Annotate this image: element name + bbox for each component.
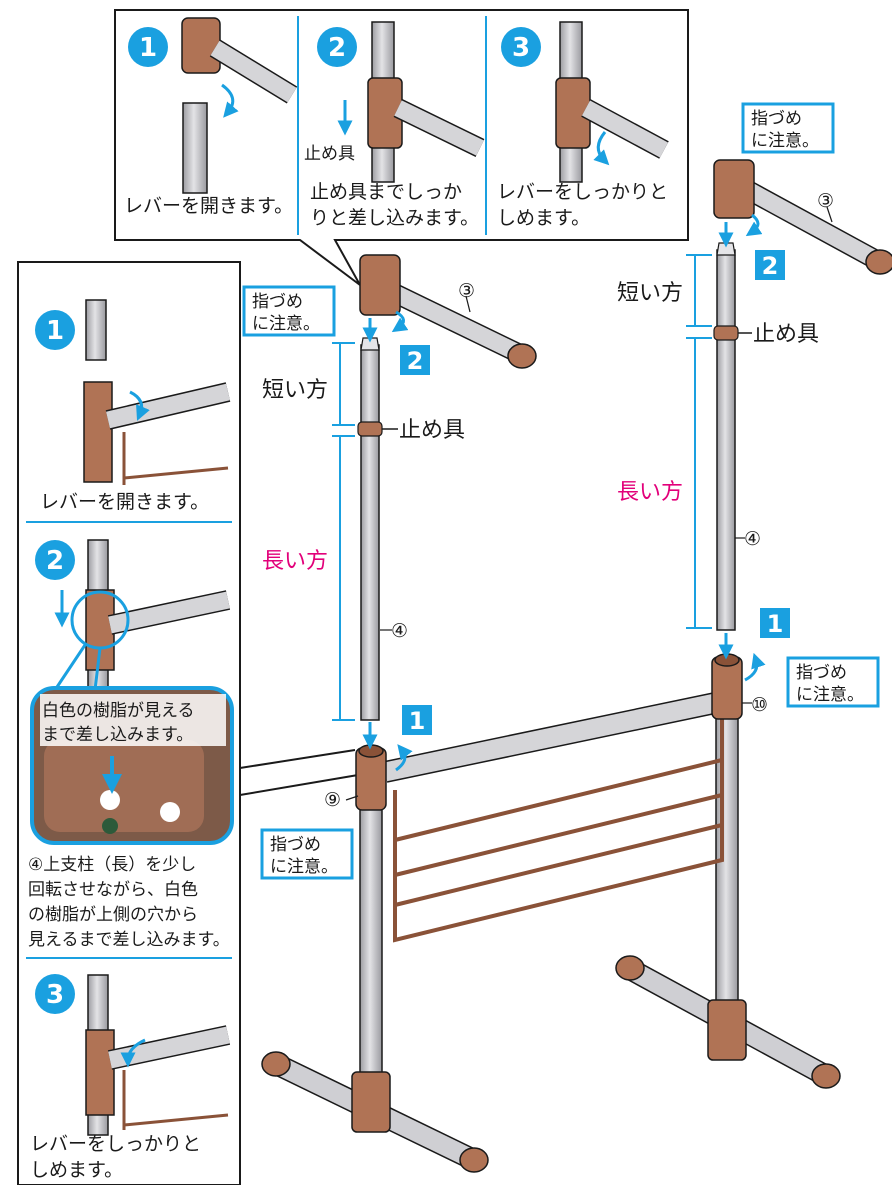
badge-2-left xyxy=(400,345,430,375)
part-4-left: ④ xyxy=(391,620,408,642)
part-9: ⑨ xyxy=(324,789,341,811)
note-line3: の樹脂が上側の穴から xyxy=(28,905,198,925)
warning-finger-pinch: 指づめ に注意。 xyxy=(242,285,336,337)
warning-finger-pinch: 指づめ に注意。 xyxy=(741,102,835,154)
left-step3-number: 3 xyxy=(46,980,64,1010)
label-long-left: 長い方 xyxy=(262,549,328,574)
badge-1-left-number: 1 xyxy=(409,707,426,735)
svg-text:指づめ: 指づめ xyxy=(796,663,847,683)
close-lever-arrow-icon xyxy=(593,131,610,166)
left-step3-caption-line1: レバーをしっかりと xyxy=(30,1133,201,1155)
warning-finger-pinch: 指づめ に注意。 xyxy=(260,828,354,880)
badge-1-left xyxy=(402,705,432,735)
step2-number: 2 xyxy=(328,33,346,63)
bubble-text-line2: まで差し込みます。 xyxy=(42,725,193,745)
step2-caption-line1: 止め具までしっか xyxy=(310,181,462,203)
label-short-right: 短い方 xyxy=(617,281,683,306)
left-step3-caption-line2: しめます。 xyxy=(30,1159,123,1181)
badge-2-right-number: 2 xyxy=(762,252,779,280)
upper-post-4-right xyxy=(716,249,736,631)
left-step2-circle xyxy=(35,540,75,580)
badge-2-right xyxy=(755,250,785,280)
svg-text:に注意。: に注意。 xyxy=(751,131,819,151)
svg-text:に注意。: に注意。 xyxy=(252,314,320,334)
step2-circle xyxy=(317,27,357,67)
upper-post-4-left xyxy=(360,344,380,721)
left-step3-circle xyxy=(35,974,75,1014)
part-3-right: ③ xyxy=(817,190,834,212)
part-4-right: ④ xyxy=(744,528,761,550)
step3-number: 3 xyxy=(512,33,530,63)
left-instruction-panel: 1 レバーを開きます。 2 白色の樹脂が見える まで差し込みます。 ④上支柱（長… xyxy=(17,261,359,1185)
part-10: ⑩ xyxy=(751,694,768,716)
badge-2-left-number: 2 xyxy=(407,347,424,375)
note-line1: ④上支柱（長）を少し xyxy=(28,855,196,875)
svg-text:指づめ: 指づめ xyxy=(751,109,802,129)
warning-finger-pinch: 指づめ に注意。 xyxy=(786,656,880,708)
badge-1-right xyxy=(760,608,790,638)
left-step1-caption: レバーを開きます。 xyxy=(40,491,209,513)
step1-circle xyxy=(128,27,168,67)
top-instruction-panel: 1 レバーを開きます。 2 止め具 止め具までしっか りと差し込みます。 3 レ… xyxy=(114,9,689,286)
note-line4: 見えるまで差し込みます。 xyxy=(28,930,230,950)
label-short-left: 短い方 xyxy=(262,378,328,403)
part-3-left: ③ xyxy=(458,280,475,302)
label-stopper-left: 止め具 xyxy=(399,418,465,443)
label-stopper-right: 止め具 xyxy=(753,322,819,347)
svg-text:に注意。: に注意。 xyxy=(796,685,864,705)
label-long-right: 長い方 xyxy=(617,480,683,505)
left-step1-number: 1 xyxy=(46,316,64,346)
bubble-text-line1: 白色の樹脂が見える xyxy=(42,701,195,721)
step1-number: 1 xyxy=(139,33,157,63)
svg-text:に注意。: に注意。 xyxy=(270,857,338,877)
step3-circle xyxy=(501,27,541,67)
step3-caption-line2: しめます。 xyxy=(497,207,590,229)
left-step1-circle xyxy=(35,310,75,350)
step1-caption: レバーを開きます。 xyxy=(124,195,293,217)
step3-caption-line1: レバーをしっかりと xyxy=(497,181,668,203)
main-assembly: 2 1 2 1 短い方 長い方 止め具 短い方 長い方 止め具 ③ ③ ④ ④ … xyxy=(242,102,892,1173)
left-step2-number: 2 xyxy=(46,546,64,576)
step2-stopper-label: 止め具 xyxy=(304,144,355,164)
step2-caption-line2: りと差し込みます。 xyxy=(310,207,479,229)
rotate-arrow-icon xyxy=(221,83,239,118)
svg-text:指づめ: 指づめ xyxy=(252,292,303,312)
badge-1-right-number: 1 xyxy=(767,610,784,638)
svg-text:指づめ: 指づめ xyxy=(270,835,321,855)
note-line2: 回転させながら、白色 xyxy=(28,880,198,900)
